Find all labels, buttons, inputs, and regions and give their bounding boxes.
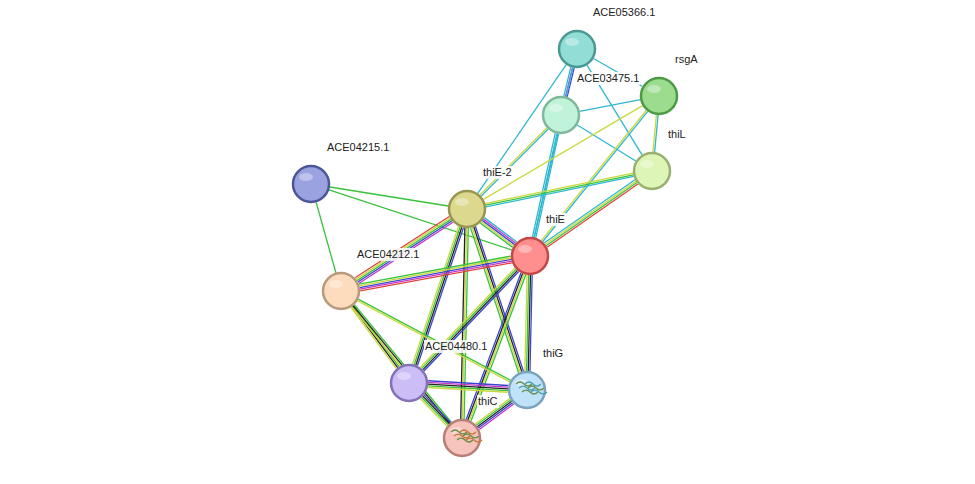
evidence-line bbox=[359, 258, 511, 286]
node-highlight bbox=[455, 198, 469, 206]
node-label: thiE bbox=[545, 213, 566, 226]
node-disc bbox=[293, 166, 329, 202]
protein-node: ACE03475.1 bbox=[541, 95, 581, 135]
interaction-edge bbox=[428, 381, 508, 393]
interaction-edge bbox=[316, 202, 336, 272]
evidence-line bbox=[421, 269, 516, 368]
evidence-line bbox=[525, 275, 527, 371]
evidence-line bbox=[428, 388, 508, 393]
protein-node: thiL bbox=[632, 151, 672, 191]
node-disc bbox=[449, 191, 485, 227]
node-disc bbox=[444, 420, 480, 456]
evidence-line bbox=[577, 125, 636, 161]
evidence-line bbox=[653, 115, 656, 152]
node-highlight bbox=[299, 173, 313, 181]
evidence-line bbox=[481, 129, 548, 196]
node-disc bbox=[512, 238, 548, 274]
interaction-edge bbox=[357, 299, 510, 382]
node-highlight bbox=[397, 372, 411, 380]
evidence-line bbox=[420, 268, 515, 367]
interaction-edge bbox=[653, 115, 658, 152]
protein-node: rsgA bbox=[639, 76, 679, 116]
node-disc bbox=[509, 372, 545, 408]
node-highlight bbox=[518, 245, 532, 253]
interaction-edge bbox=[359, 256, 512, 291]
protein-node: thiC bbox=[442, 418, 482, 458]
evidence-line bbox=[486, 175, 634, 205]
evidence-line bbox=[316, 202, 336, 272]
protein-node: ACE04215.1 bbox=[291, 164, 331, 204]
evidence-line bbox=[580, 100, 641, 112]
evidence-line bbox=[360, 261, 512, 289]
evidence-line bbox=[353, 306, 450, 424]
node-label: thiG bbox=[542, 347, 564, 360]
evidence-line bbox=[567, 68, 574, 97]
protein-node: thiE bbox=[510, 236, 550, 276]
node-disc bbox=[559, 31, 595, 67]
interaction-edge bbox=[480, 128, 548, 196]
evidence-line bbox=[357, 301, 509, 382]
node-disc bbox=[634, 153, 670, 189]
node-label: ACE04215.1 bbox=[326, 141, 390, 154]
interaction-edge bbox=[577, 125, 636, 161]
evidence-line bbox=[352, 307, 449, 425]
node-disc bbox=[391, 365, 427, 401]
node-circle bbox=[541, 95, 581, 135]
evidence-line bbox=[360, 259, 512, 287]
evidence-line bbox=[480, 223, 513, 247]
evidence-line bbox=[480, 128, 547, 195]
node-circle bbox=[639, 76, 679, 116]
node-circle bbox=[389, 363, 429, 403]
interaction-edge bbox=[525, 275, 532, 371]
protein-node: thiG bbox=[507, 370, 547, 410]
node-highlight bbox=[329, 280, 343, 288]
node-label: thiC bbox=[477, 395, 499, 408]
evidence-line bbox=[482, 220, 515, 244]
node-label: thiE-2 bbox=[482, 166, 513, 179]
evidence-line bbox=[422, 397, 449, 425]
node-circle bbox=[632, 151, 672, 191]
node-label: thiL bbox=[667, 128, 687, 141]
node-highlight bbox=[565, 38, 579, 46]
node-highlight bbox=[640, 160, 654, 168]
node-circle bbox=[507, 370, 547, 410]
interaction-edge bbox=[480, 218, 517, 248]
node-label: ACE05366.1 bbox=[592, 6, 656, 19]
evidence-line bbox=[486, 176, 634, 206]
protein-node: ACE04480.1 bbox=[389, 363, 429, 403]
evidence-line bbox=[483, 219, 516, 243]
node-disc bbox=[323, 273, 359, 309]
interaction-edge bbox=[580, 100, 641, 112]
evidence-line bbox=[481, 222, 514, 246]
node-label: ACE03475.1 bbox=[576, 72, 640, 85]
node-circle bbox=[557, 29, 597, 69]
protein-node: ACE05366.1 bbox=[557, 29, 597, 69]
evidence-line bbox=[424, 395, 451, 423]
node-highlight bbox=[549, 104, 563, 112]
node-label: rsgA bbox=[674, 53, 699, 66]
node-label: ACE04212.1 bbox=[356, 248, 420, 261]
protein-node: thiE-2 bbox=[447, 189, 487, 229]
node-highlight bbox=[647, 85, 661, 93]
node-circle bbox=[321, 271, 361, 311]
evidence-line bbox=[420, 398, 447, 426]
node-circle bbox=[510, 236, 550, 276]
node-circle bbox=[442, 418, 482, 458]
evidence-line bbox=[358, 299, 510, 380]
structure-icon bbox=[451, 430, 482, 442]
node-disc bbox=[543, 97, 579, 133]
structure-icon bbox=[516, 382, 547, 394]
evidence-line bbox=[423, 396, 450, 424]
node-disc bbox=[641, 78, 677, 114]
node-label: ACE04480.1 bbox=[424, 340, 488, 353]
interaction-edge bbox=[420, 395, 450, 426]
node-circle bbox=[291, 164, 331, 204]
protein-node: ACE04212.1 bbox=[321, 271, 361, 311]
evidence-line bbox=[355, 217, 449, 278]
node-circle bbox=[447, 189, 487, 229]
evidence-line bbox=[360, 263, 512, 291]
